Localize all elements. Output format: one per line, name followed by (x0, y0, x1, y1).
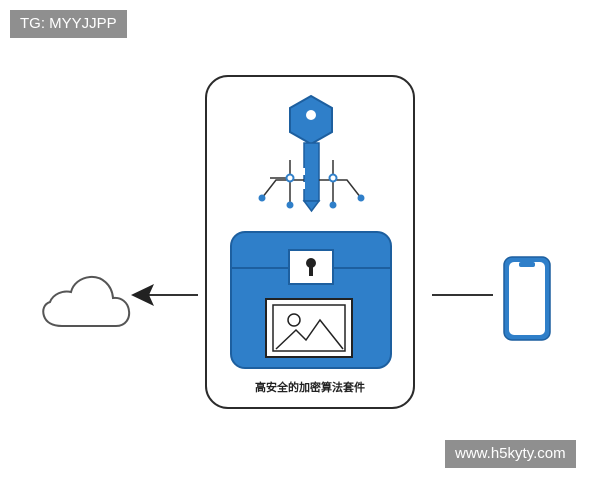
arrow-left-icon (131, 284, 198, 306)
watermark-bottom-right: www.h5kyty.com (445, 440, 576, 468)
lock-box-icon (230, 231, 392, 369)
caption-text: 高安全的加密算法套件 (255, 381, 365, 394)
keyhole-icon (288, 249, 334, 285)
smartphone-icon (503, 256, 551, 341)
cloud-icon (42, 275, 131, 327)
image-icon (265, 298, 353, 358)
key-icon (258, 94, 365, 213)
watermark-top-left: TG: MYYJJPP (10, 10, 127, 38)
